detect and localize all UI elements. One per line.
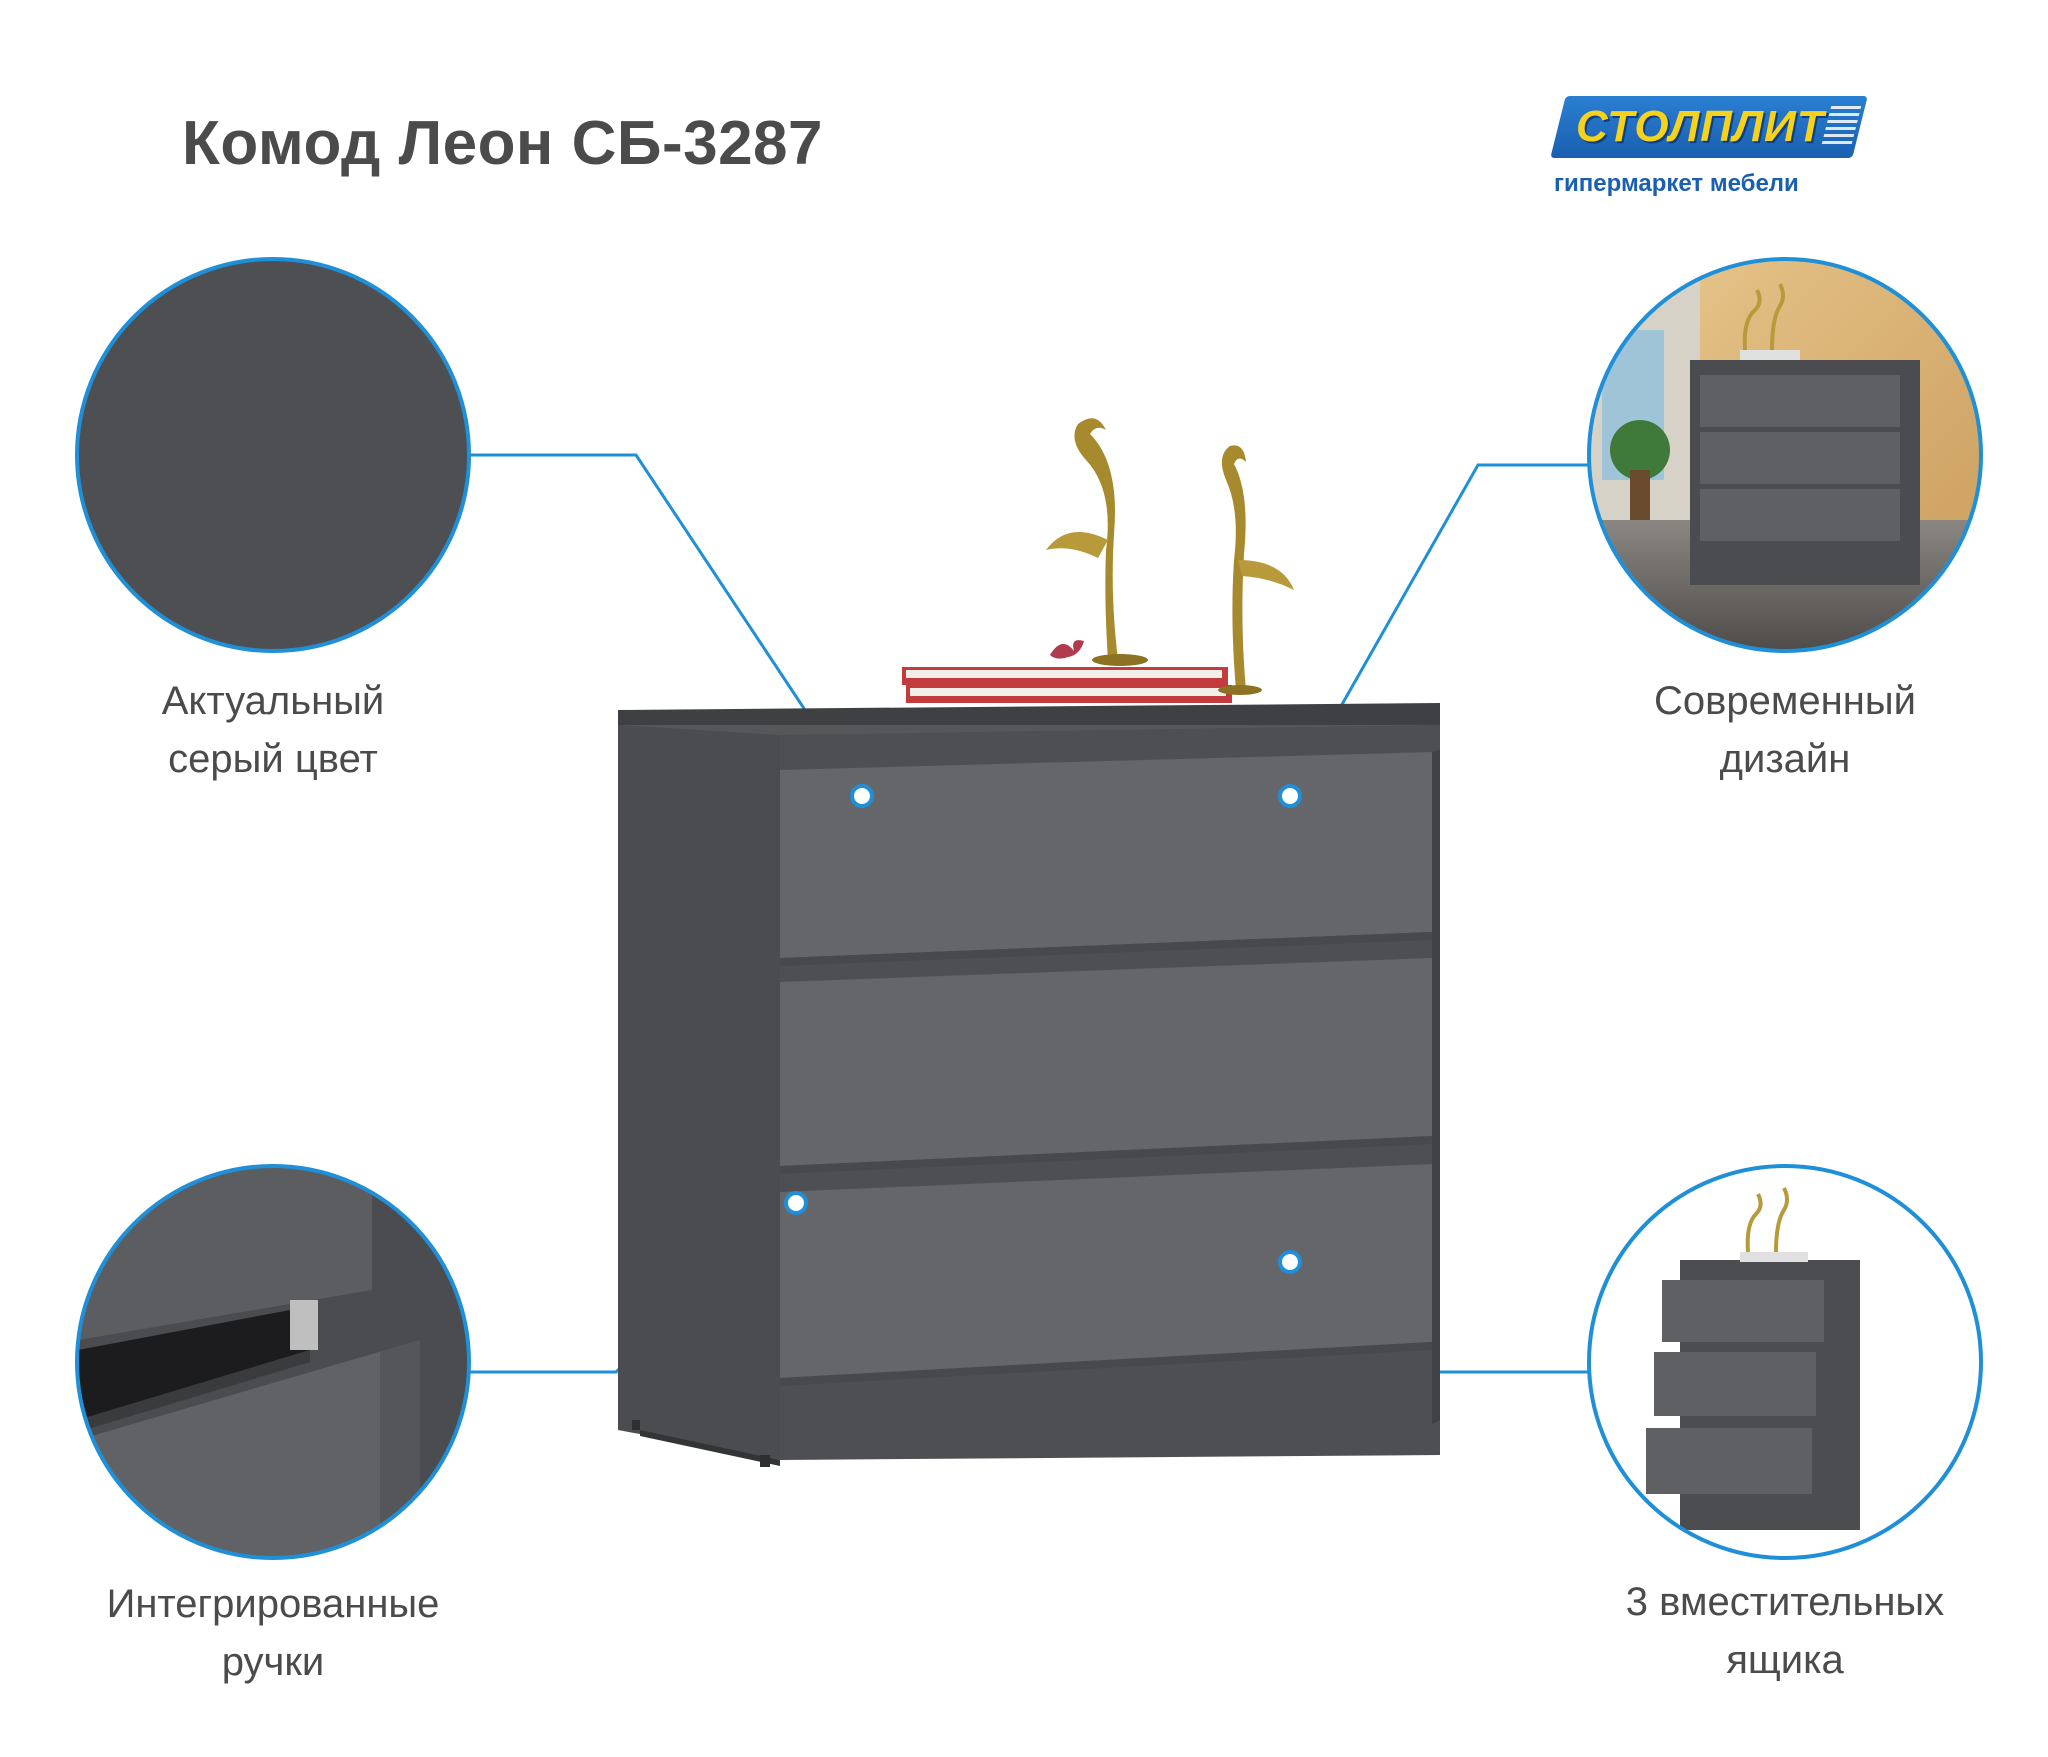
callout-color bbox=[470, 453, 864, 797]
callout-design bbox=[1288, 463, 1590, 797]
drawer-bottom bbox=[780, 1164, 1432, 1378]
circle-integrated-handles bbox=[75, 1164, 471, 1560]
heron-right bbox=[1221, 445, 1246, 690]
feature-integrated-handles: Интегрированные ручки bbox=[106, 1582, 440, 1684]
logo-brand: СТОЛПЛИТ bbox=[1576, 102, 1825, 151]
feature-three-drawers: 3 вместительных ящика bbox=[1625, 1580, 1945, 1682]
dresser bbox=[618, 418, 1440, 1467]
circle-three-drawers bbox=[1587, 1164, 1983, 1560]
circle-modern-design bbox=[1587, 257, 1983, 653]
callout-dots bbox=[784, 784, 1302, 1274]
logo-tagline: гипермаркет мебели bbox=[1554, 170, 1799, 197]
feature-grey-color: Актуальный серый цвет bbox=[161, 679, 385, 781]
drawer-top bbox=[780, 752, 1432, 958]
heron-left bbox=[1074, 418, 1118, 660]
drawer-middle bbox=[780, 958, 1432, 1166]
store-logo: СТОЛПЛИТ гипермаркет мебели bbox=[1550, 92, 1870, 212]
product-title: Комод Леон СБ-3287 bbox=[182, 109, 824, 178]
circle-grey-color bbox=[75, 257, 471, 653]
feature-modern-design: Современный дизайн bbox=[1654, 679, 1916, 781]
